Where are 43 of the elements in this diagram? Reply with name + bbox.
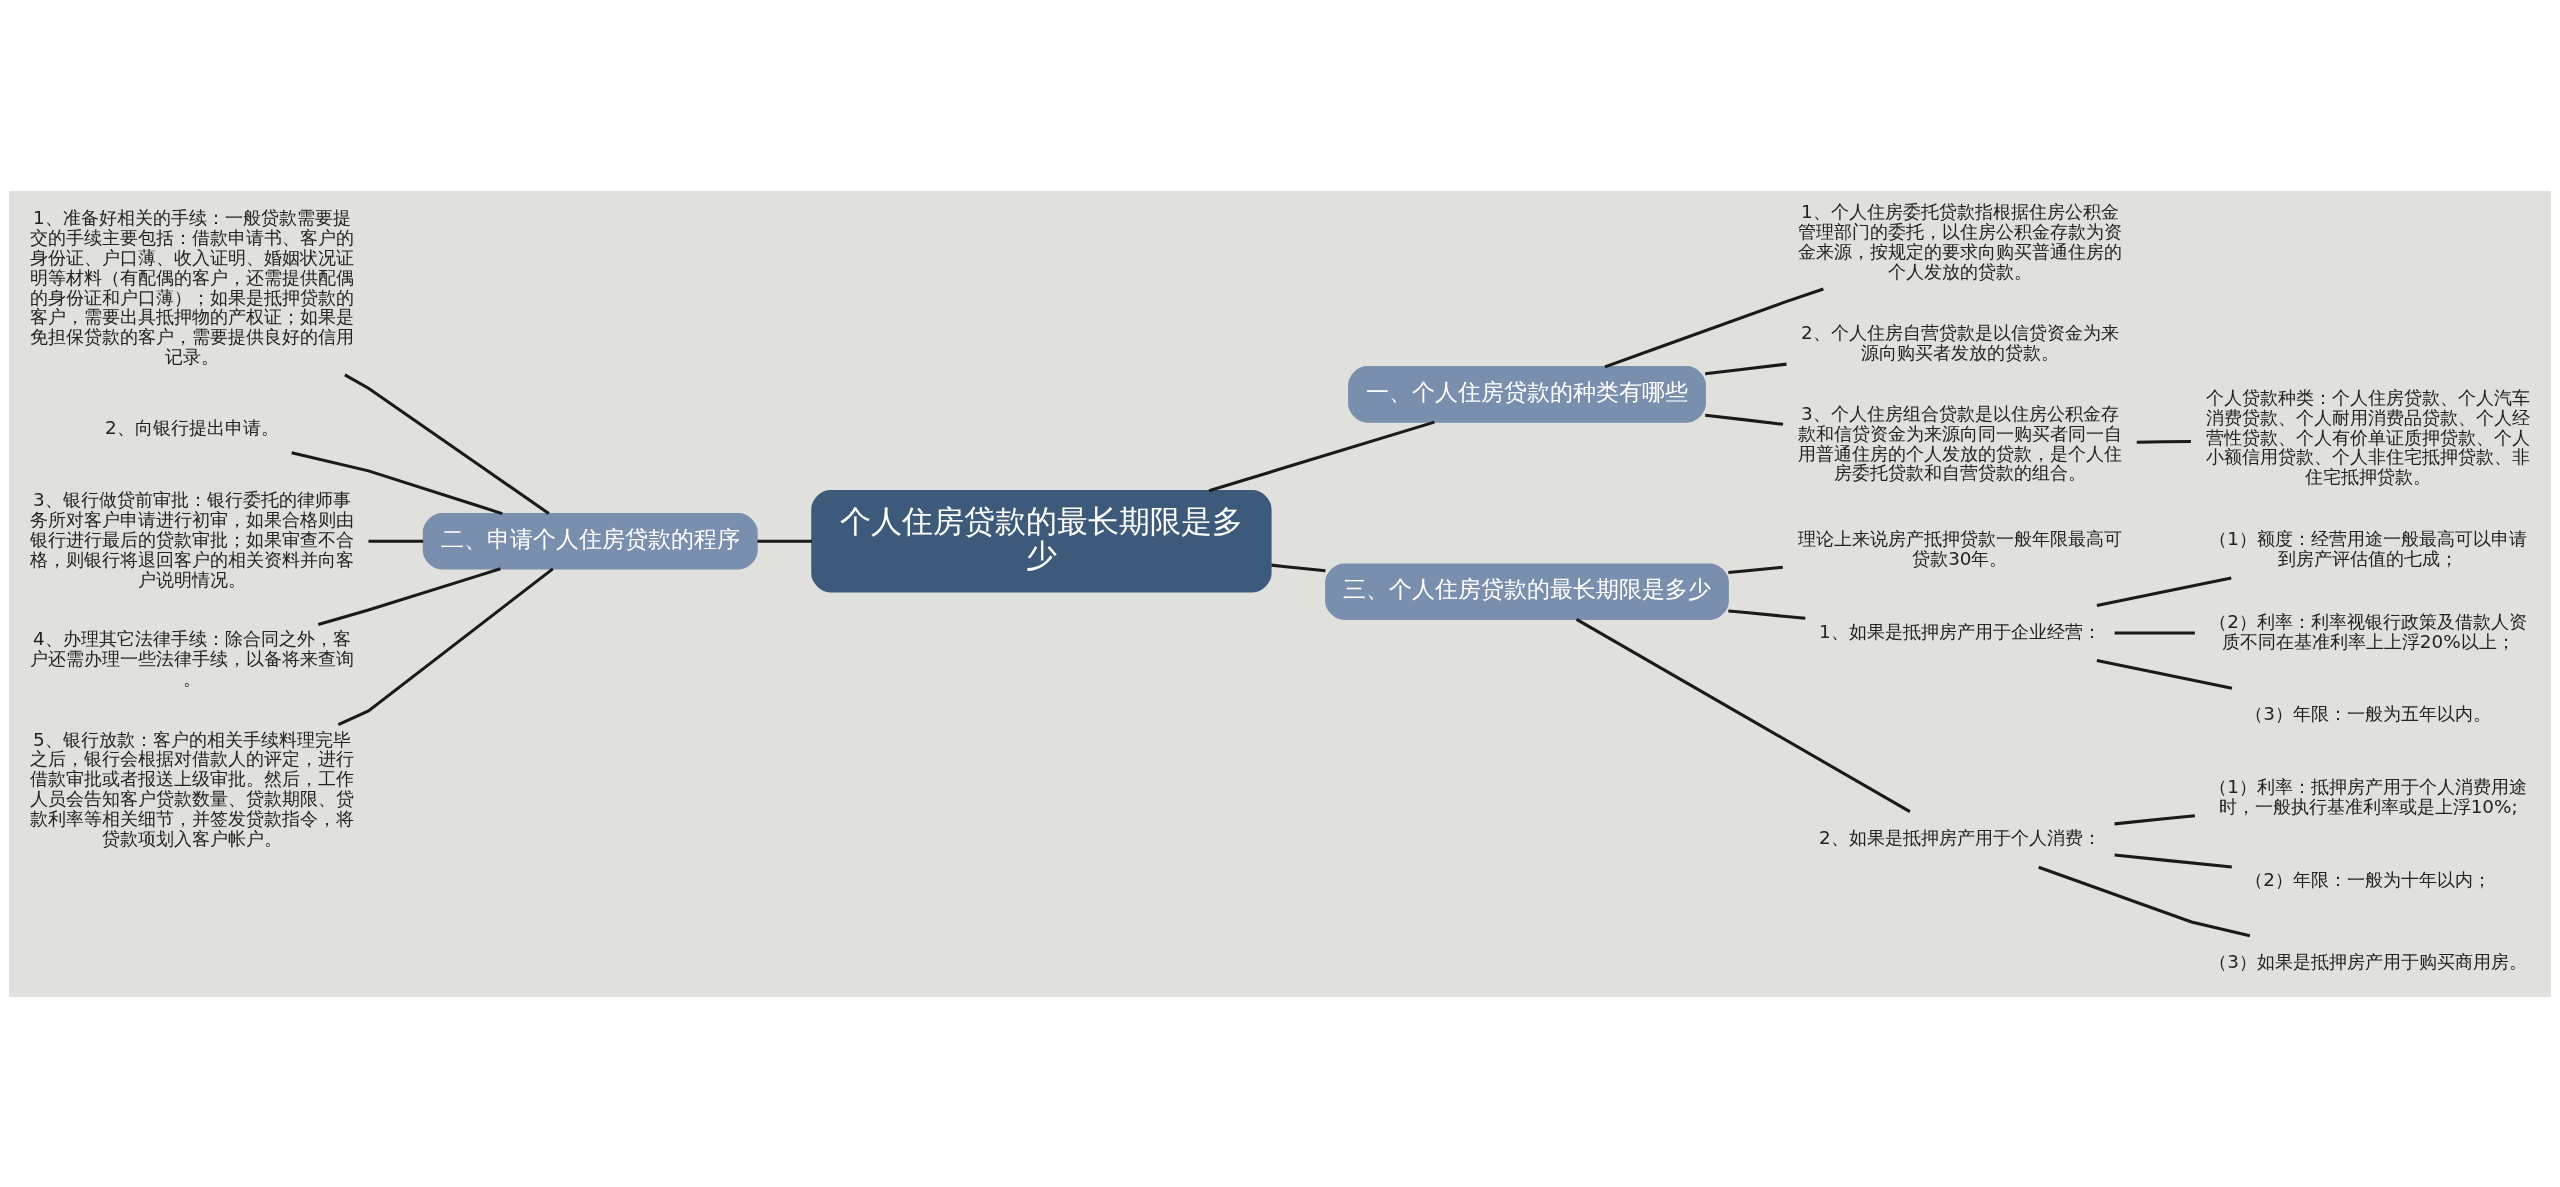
connector xyxy=(2114,630,2195,635)
node-text: 4、办理其它法律手续：除合同之外，客户还需办理一些法律手续，以备将来查询。 xyxy=(29,627,354,689)
node-text: （2）年限：一般为十年以内； xyxy=(2245,868,2492,890)
connector xyxy=(2136,439,2191,444)
connector xyxy=(1728,608,1806,620)
node-text: 5、银行放款：客户的相关手续料理完毕之后，银行会根据对借款人的评定，进行借款审批或者报送上级审批。然后，工作人员会告知客户贷款数量、贷款期限、贷款利率等相关细节，并签发贷款指令，将贷款项划入客户帐户。 xyxy=(29,728,354,849)
node-text: 理论上来说房产抵押贷款一般年限最高可贷款30年。 xyxy=(1797,527,2122,569)
node-text: 1、个人住房委托贷款指根据住房公积金管理部门的委托，以住房公积金存款为资金来源，按规定的要求向购买普通住房的个人发放的贷款。 xyxy=(1797,200,2122,282)
node-box: 三、个人住房贷款的最长期限是多少 xyxy=(1325,562,1729,620)
node-text: 1、准备好相关的手续：一般贷款需要提交的手续主要包括：借款申请书、客户的身份证、户口薄、收入证明、婚姻状况证明等材料（有配偶的客户，还需提供配偶的身份证和户口薄）；如果是抵押贷款的客户，需要出具抵押物的产权证；如果是免担保贷款的客户，需要提供良好的信用记录。 xyxy=(29,206,354,367)
node-text: 2、如果是抵押房产用于个人消费： xyxy=(1818,826,2101,848)
node-text: 2、向银行提出申请。 xyxy=(104,416,279,438)
connector xyxy=(757,539,812,543)
connector xyxy=(368,539,424,543)
connector xyxy=(344,373,550,515)
connector xyxy=(1705,413,1784,426)
connector xyxy=(2096,576,2232,607)
connector xyxy=(317,566,501,626)
connector xyxy=(1604,287,1824,368)
connector xyxy=(2096,658,2233,690)
node-text: （2）利率：利率视银行政策及借款人资质不同在基准利率上上浮20%以上； xyxy=(2209,610,2528,652)
node-text: （1）利率：抵押房产用于个人消费用途时，一般执行基准利率或是上浮10%; xyxy=(2209,775,2528,817)
node-box: 一、个人住房贷款的种类有哪些 xyxy=(1348,365,1706,423)
connector xyxy=(1728,565,1783,574)
connector xyxy=(2114,813,2196,825)
node-box: 二、申请个人住房贷款的程序 xyxy=(422,512,758,570)
connector xyxy=(1271,563,1326,572)
node-text: 个人贷款种类：个人住房贷款、个人汽车消费贷款、个人耐用消费品贷款、个人经营性贷款、个人有价单证质押贷款、个人小额信用贷款、个人非住宅抵押贷款、非住宅抵押贷款。 xyxy=(2206,386,2531,487)
connector xyxy=(2038,865,2251,937)
connector xyxy=(1208,420,1435,492)
connector xyxy=(1705,362,1787,375)
node-text: （3）如果是抵押房产用于购买商用房。 xyxy=(2209,950,2528,972)
connector xyxy=(2114,853,2232,869)
connector xyxy=(337,567,554,726)
connector xyxy=(1575,617,1911,813)
node-text: 2、个人住房自营贷款是以信贷资金为来源向购买者发放的贷款。 xyxy=(1800,321,2119,363)
node-text: 3、个人住房组合贷款是以住房公积金存款和信贷资金为来源向同一购买者同一自用普通住房的个人发放的贷款，是个人住房委托贷款和自营贷款的组合。 xyxy=(1797,402,2122,483)
connector xyxy=(291,450,503,515)
node-text: （3）年限：一般为五年以内。 xyxy=(2245,702,2492,724)
node-box: 个人住房贷款的最长期限是多少 xyxy=(811,489,1272,592)
node-text: 1、如果是抵押房产用于企业经营： xyxy=(1818,620,2101,642)
node-text: 3、银行做贷前审批：银行委托的律师事务所对客户申请进行初审，如果合格则由银行进行最后的贷款审批；如果审查不合格，则银行将退回客户的相关资料并向客户说明情况。 xyxy=(29,488,354,590)
node-text: （1）额度：经营用途一般最高可以申请到房产评估值的七成； xyxy=(2209,527,2528,569)
